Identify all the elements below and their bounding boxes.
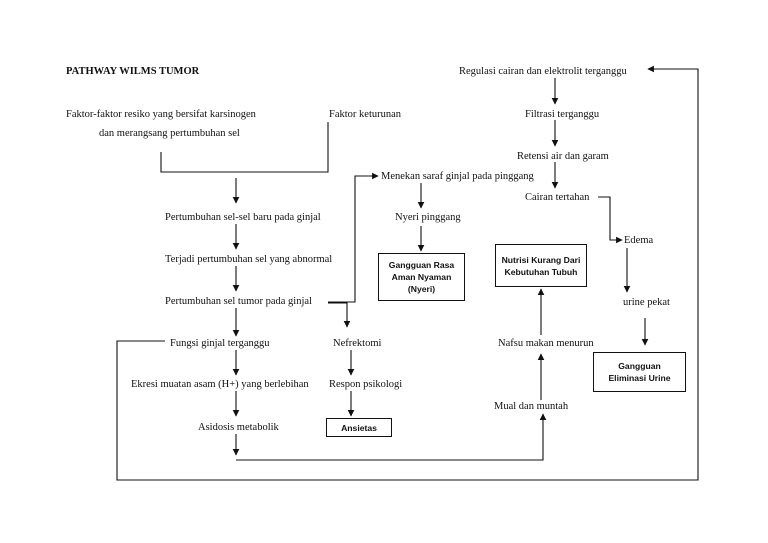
node-tumor-growth: Pertumbuhan sel tumor pada ginjal bbox=[165, 296, 312, 307]
node-nausea: Mual dan muntah bbox=[494, 401, 569, 412]
node-edema: Edema bbox=[624, 235, 654, 246]
node-appetite-loss: Nafsu makan menurun bbox=[498, 338, 594, 349]
connector-tumor-to-nerve bbox=[328, 172, 379, 303]
diagnosis-comfort-label: Gangguan Rasa Aman Nyaman (Nyeri) bbox=[388, 260, 455, 294]
node-nephrectomy: Nefrektomi bbox=[333, 338, 382, 349]
node-fluid-regulation: Regulasi cairan dan elektrolit terganggu bbox=[459, 66, 627, 77]
connector-acidosis-to-nausea bbox=[236, 413, 547, 461]
connector-fluid-to-edema bbox=[598, 196, 623, 244]
merge-connector bbox=[160, 122, 329, 173]
node-metabolic-acidosis: Asidosis metabolik bbox=[198, 422, 279, 433]
node-new-cells: Pertumbuhan sel-sel baru pada ginjal bbox=[165, 212, 321, 223]
node-nerve-compression: Menekan saraf ginjal pada pinggang bbox=[381, 171, 534, 182]
page-title: PATHWAY WILMS TUMOR bbox=[66, 66, 200, 77]
feedback-loop-connector bbox=[116, 65, 699, 481]
node-concentrated-urine: urine pekat bbox=[623, 297, 670, 308]
diagnosis-box-comfort: Gangguan Rasa Aman Nyaman (Nyeri) bbox=[378, 253, 465, 301]
diagnosis-box-nutrition: Nutrisi Kurang Dari Kebutuhan Tubuh bbox=[495, 244, 587, 287]
node-filtration: Filtrasi terganggu bbox=[525, 109, 600, 120]
node-psych-response: Respon psikologi bbox=[329, 379, 403, 390]
node-fluid-retained: Cairan tertahan bbox=[525, 192, 590, 203]
diagnosis-box-anxiety: Ansietas bbox=[326, 418, 392, 437]
node-retention: Retensi air dan garam bbox=[517, 151, 609, 162]
node-hereditary: Faktor keturunan bbox=[329, 109, 402, 120]
connector-tumor-to-nephrectomy bbox=[328, 302, 351, 328]
node-risk-factor-line1: Faktor-faktor resiko yang bersifat karsi… bbox=[66, 109, 256, 120]
diagnosis-anxiety-label: Ansietas bbox=[341, 422, 377, 433]
node-acid-excretion: Ekresi muatan asam (H+) yang berlebihan bbox=[131, 379, 309, 390]
node-abnormal-growth: Terjadi pertumbuhan sel yang abnormal bbox=[165, 254, 333, 265]
node-risk-factor-line2: dan merangsang pertumbuhan sel bbox=[99, 128, 240, 139]
node-kidney-dysfunction: Fungsi ginjal terganggu bbox=[170, 338, 270, 349]
node-flank-pain: Nyeri pinggang bbox=[395, 212, 461, 223]
diagnosis-nutrition-label: Nutrisi Kurang Dari Kebutuhan Tubuh bbox=[501, 254, 581, 277]
diagnosis-elimination-label: Gangguan Eliminasi Urine bbox=[608, 361, 671, 383]
diagnosis-box-elimination: Gangguan Eliminasi Urine bbox=[593, 352, 686, 392]
